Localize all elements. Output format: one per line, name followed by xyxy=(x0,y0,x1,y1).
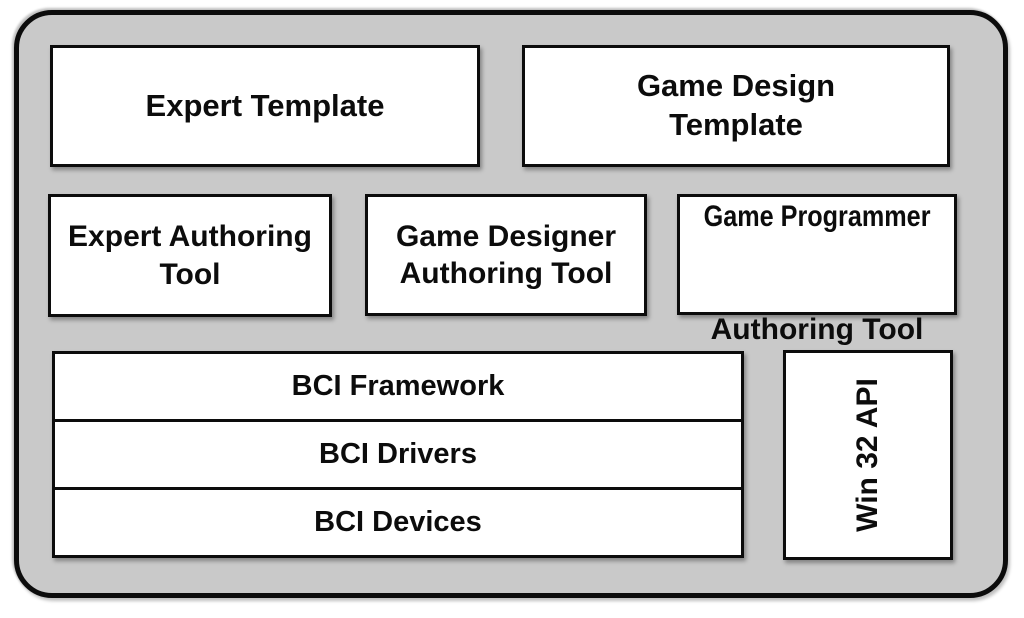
box-win32-api: Win 32 API xyxy=(783,350,953,560)
bci-layer-framework-label: BCI Framework xyxy=(291,370,505,402)
box-game-programmer-authoring-tool-label: Game Programmer Authoring Tool xyxy=(682,161,952,349)
box-game-design-template-label: Game Design Template xyxy=(636,68,836,142)
box-expert-authoring-tool: Expert Authoring Tool xyxy=(48,194,332,317)
box-expert-authoring-tool-label: Expert Authoring Tool xyxy=(68,220,312,291)
bci-layer-drivers-label: BCI Drivers xyxy=(319,438,477,470)
bci-layer-devices-label: BCI Devices xyxy=(314,506,482,538)
box-win32-api-label: Win 32 API xyxy=(851,378,884,532)
box-game-designer-authoring-tool: Game Designer Authoring Tool xyxy=(365,194,647,316)
bci-layer-drivers: BCI Drivers xyxy=(55,419,741,487)
box-expert-template-label: Expert Template xyxy=(145,87,385,123)
box-game-programmer-line1: Game Programmer xyxy=(703,200,931,234)
box-game-programmer-line2: Authoring Tool xyxy=(710,312,924,346)
box-game-designer-authoring-tool-label: Game Designer Authoring Tool xyxy=(395,219,617,291)
bci-layer-devices: BCI Devices xyxy=(55,487,741,555)
bci-layer-framework: BCI Framework xyxy=(55,354,741,419)
box-expert-template: Expert Template xyxy=(50,45,480,167)
box-game-programmer-authoring-tool: Game Programmer Authoring Tool xyxy=(677,194,957,346)
bci-stack: BCI Framework BCI Drivers BCI Devices xyxy=(52,351,744,558)
box-game-design-template: Game Design Template xyxy=(522,45,950,167)
